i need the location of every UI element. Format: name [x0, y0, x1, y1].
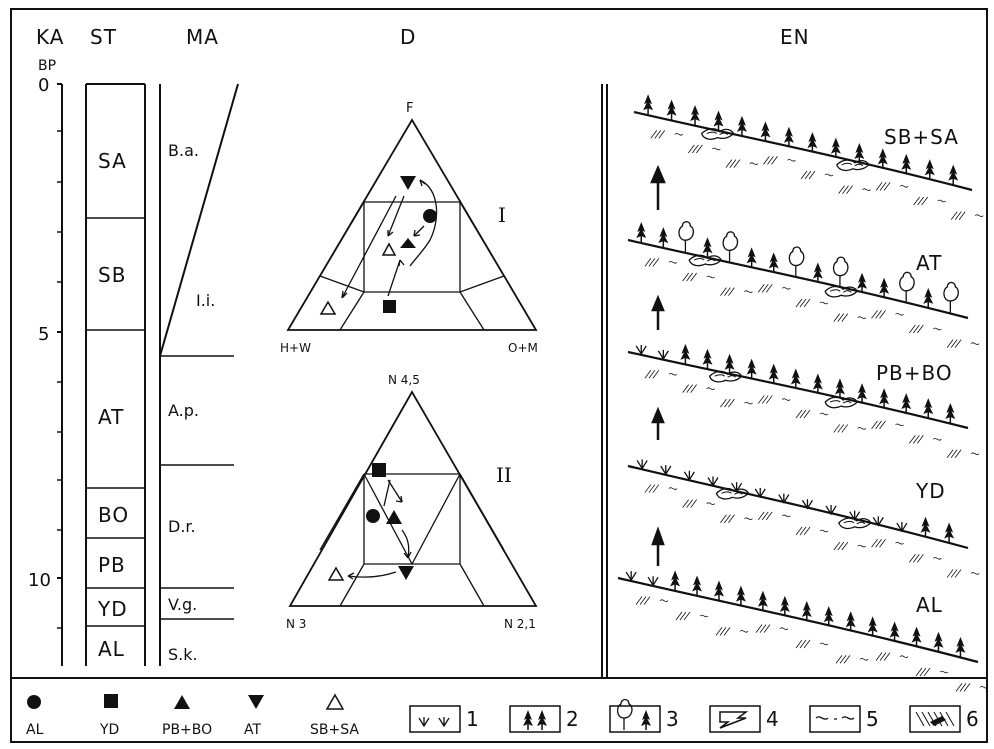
- ma-ap: A.p.: [168, 401, 199, 420]
- ma-ba: B.a.: [168, 141, 199, 160]
- symbol-sb-sa-2: [319, 300, 337, 315]
- landscape-label-sbsa: SB+SA: [884, 125, 959, 149]
- stage-bo: BO: [98, 503, 129, 527]
- legend-al-circle: [27, 695, 41, 709]
- legend-num-4: 4: [766, 707, 780, 731]
- stage-column: SA SB AT BO PB YD AL: [85, 83, 146, 666]
- symbol-at: [400, 176, 416, 190]
- triangle-1-left: H+W: [280, 341, 311, 355]
- legend: AL YD PB+BO AT SB+SA 1 2 3 4 5 6: [26, 693, 980, 738]
- ma-dr: D.r.: [168, 517, 196, 536]
- triangle-2-right: N 2,1: [504, 617, 536, 631]
- symbol-yd: [383, 300, 396, 313]
- header-en: EN: [780, 25, 810, 49]
- ma-sk: S.k.: [168, 645, 198, 664]
- stage-at: AT: [98, 405, 124, 429]
- legend-sbsa: SB+SA: [310, 722, 359, 738]
- stage-yd: YD: [97, 597, 128, 621]
- symbol-al: [423, 209, 437, 223]
- stage-pb: PB: [98, 553, 126, 577]
- ka-tick-10: 10: [28, 570, 51, 591]
- triangle-2-left: N 3: [286, 617, 306, 631]
- triangle-1: F H+W O+M I: [280, 101, 538, 355]
- column-dividers: [10, 84, 988, 679]
- header-bp: BP: [38, 58, 56, 74]
- header-ka: KA: [36, 25, 64, 49]
- ka-tick-5: 5: [38, 324, 49, 345]
- triangle-1-apex: F: [406, 101, 413, 116]
- legend-pbbo-triangle: [174, 695, 190, 709]
- symbol-pb-bo-2: [386, 510, 402, 524]
- landscape-panel: [617, 93, 989, 692]
- ka-tick-0: 0: [38, 75, 49, 96]
- landscape-label-pbbo: PB+BO: [876, 361, 953, 385]
- landscape-label-yd: YD: [915, 479, 946, 503]
- header-st: ST: [90, 25, 117, 49]
- stage-sb: SB: [98, 263, 126, 287]
- time-arrows: [650, 164, 666, 566]
- symbol-pb-bo: [400, 238, 416, 248]
- ka-axis: 0 5 10: [28, 75, 63, 666]
- stage-al: AL: [98, 637, 125, 661]
- legend-at-triangle: [248, 695, 264, 709]
- legend-yd-square: [104, 694, 118, 708]
- legend-num-1: 1: [466, 707, 480, 731]
- triangle-1-right: O+M: [508, 341, 538, 355]
- legend-pbbo: PB+BO: [162, 722, 212, 738]
- stage-sa: SA: [98, 149, 127, 173]
- ma-column: B.a. I.i. A.p. D.r. V.g. S.k.: [159, 83, 239, 666]
- symbol-sb-sa: [381, 242, 397, 256]
- legend-num-6: 6: [966, 707, 980, 731]
- ma-vg: V.g.: [168, 595, 197, 614]
- landscape-label-al: AL: [916, 593, 943, 617]
- header-ma: MA: [186, 25, 219, 49]
- legend-num-3: 3: [666, 707, 680, 731]
- legend-al: AL: [26, 722, 44, 738]
- legend-sbsa-triangle: [325, 693, 345, 710]
- triangle-2-apex: N 4,5: [388, 373, 420, 387]
- symbol-sb-sa-3: [327, 566, 345, 581]
- figure-frame: [10, 8, 988, 743]
- triangle-1-label: I: [498, 203, 506, 227]
- landscape-label-at: AT: [916, 251, 942, 275]
- header-d: D: [400, 25, 416, 49]
- symbol-al-2: [366, 509, 380, 523]
- legend-at: AT: [244, 722, 261, 738]
- ma-ii: I.i.: [196, 291, 215, 310]
- symbol-at-2: [398, 566, 414, 580]
- legend-yd: YD: [99, 722, 119, 738]
- symbol-yd-2: [372, 463, 386, 477]
- triangle-2-label: II: [496, 463, 512, 487]
- legend-num-5: 5: [866, 707, 880, 731]
- legend-num-2: 2: [566, 707, 580, 731]
- triangle-2: N 4,5 N 3 N 2,1 II: [286, 373, 538, 631]
